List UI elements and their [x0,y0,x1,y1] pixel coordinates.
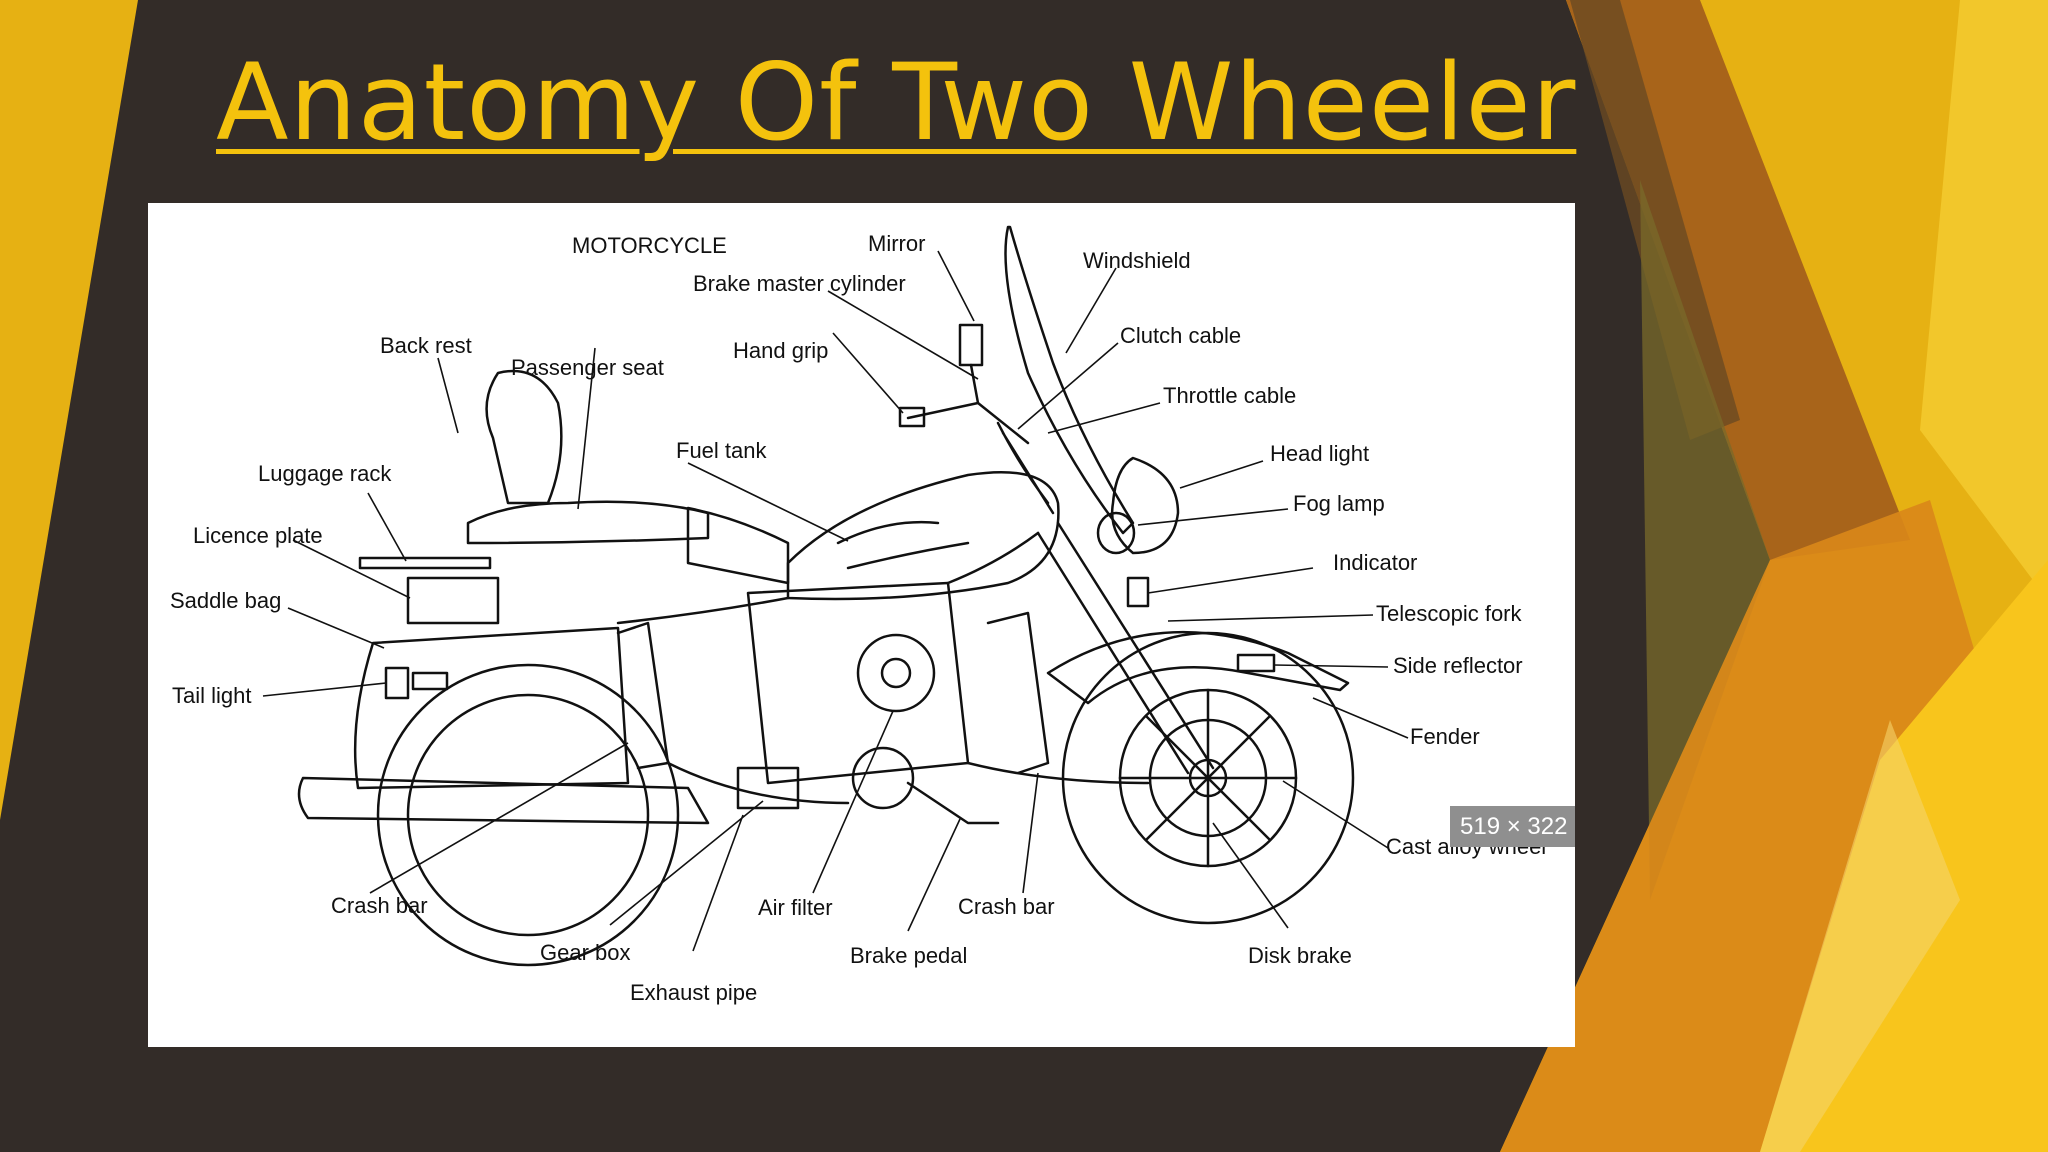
saddle-bag-shape [353,626,630,790]
label-air-filter: Air filter [758,895,833,920]
image-size-badge: 519 × 322 [1450,806,1575,847]
diagram-panel: MOTORCYCLE Mirror Windshield Brake maste… [148,203,1575,1047]
slide-title: Anatomy Of Two Wheeler [216,41,1577,164]
label-gear-box: Gear box [540,940,631,965]
label-mirror: Mirror [868,231,925,256]
mirror-shape [958,323,984,367]
exhaust-pipe-shape [297,776,710,825]
motorcycle-diagram: MOTORCYCLE Mirror Windshield Brake maste… [170,225,1546,1005]
front-fender [1046,630,1350,705]
label-back-rest: Back rest [380,333,472,358]
rear-wheel [376,663,680,967]
diagram-heading: MOTORCYCLE [572,233,727,258]
frame [616,531,1150,805]
tail-light-shape [384,666,410,700]
label-crash-bar-rear: Crash bar [331,893,428,918]
label-licence-plate: Licence plate [193,523,323,548]
brake-pedal-shape [906,781,1000,825]
fuel-tank-shape [786,471,1060,601]
right-light-gold-shard [1920,0,2048,600]
label-brake-master-cylinder: Brake master cylinder [693,271,906,296]
leader-lines [262,250,1409,952]
label-indicator: Indicator [1333,550,1417,575]
label-telescopic-fork: Telescopic fork [1376,601,1523,626]
hand-grip-shape [898,406,926,428]
air-filter-shape [856,633,936,713]
passenger-seat-shape [466,500,710,545]
rear-crash-bar-shape [616,621,670,770]
label-fuel-tank: Fuel tank [676,438,767,463]
gear-box-shape [851,746,915,810]
windshield-shape [1004,225,1135,535]
luggage-rack-shape [358,556,492,570]
indicator-shape [1126,576,1150,608]
alloy-spokes [1118,688,1298,868]
right-pale-shard [1760,720,1960,1152]
label-fender: Fender [1410,724,1480,749]
label-disk-brake: Disk brake [1248,943,1352,968]
label-brake-pedal: Brake pedal [850,943,967,968]
rear-wheel-rim [406,693,650,937]
engine-block [746,581,970,785]
label-head-light: Head light [1270,441,1369,466]
label-hand-grip: Hand grip [733,338,828,363]
label-saddle-bag: Saddle bag [170,588,281,613]
label-throttle-cable: Throttle cable [1163,383,1296,408]
back-rest-shape [485,369,563,505]
label-exhaust-pipe: Exhaust pipe [630,980,757,1005]
label-tail-light: Tail light [172,683,251,708]
fork-left [1036,531,1190,775]
side-reflector-shape [1236,653,1276,673]
licence-plate-shape [406,576,500,625]
label-crash-bar-front: Crash bar [958,894,1055,919]
label-fog-lamp: Fog lamp [1293,491,1385,516]
fork-right [1056,521,1215,770]
front-crash-bar-shape [986,611,1050,775]
label-side-reflector: Side reflector [1393,653,1523,678]
fog-lamp-shape [1096,511,1136,555]
handlebar [906,401,1030,445]
label-windshield: Windshield [1083,248,1191,273]
cables [996,421,1055,515]
left-gold-band [0,0,138,820]
right-dark-sliver [1570,0,1740,440]
label-clutch-cable: Clutch cable [1120,323,1241,348]
motorcycle-drawing [297,225,1355,967]
rider-seat-shape [686,506,790,585]
right-olive-shard [1640,180,1770,900]
headlight-shape [1110,456,1180,555]
label-luggage-rack: Luggage rack [258,461,392,486]
label-passenger-seat: Passenger seat [511,355,664,380]
